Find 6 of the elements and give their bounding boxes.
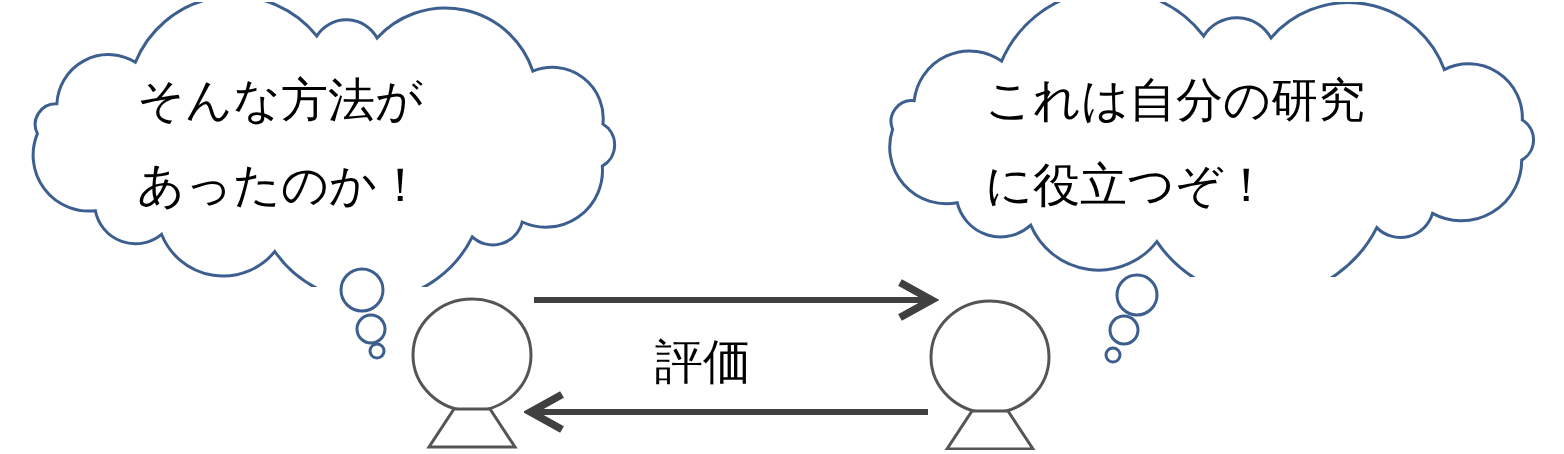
person-figure <box>928 298 1052 450</box>
thought-text: これは自分の研究に役立つぞ！ <box>985 71 1366 214</box>
person-figure <box>410 296 534 450</box>
arrow-label: 評価 <box>655 332 751 391</box>
thought-text: そんな方法があったのか！ <box>137 71 425 214</box>
arrow <box>534 278 936 322</box>
